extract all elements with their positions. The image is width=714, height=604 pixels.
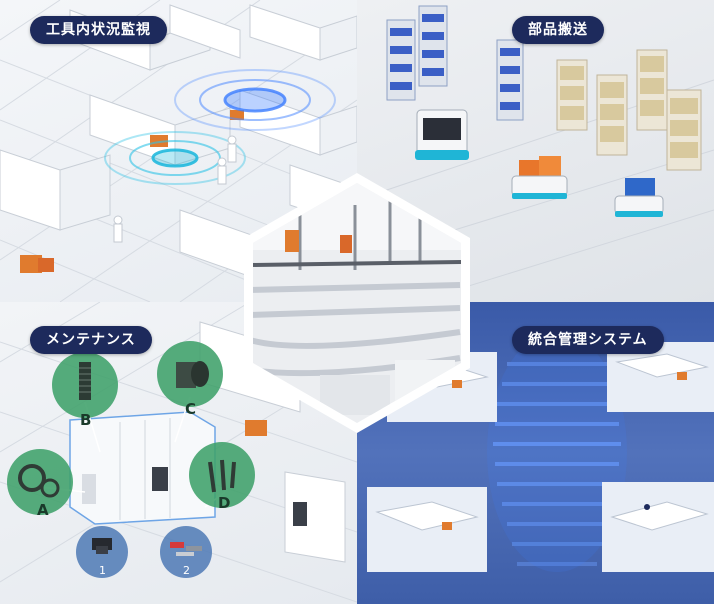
agv-robot-2 (511, 156, 568, 199)
section-label-integrated-management: 統合管理システム (512, 326, 664, 354)
section-label-parts-transport: 部品搬送 (512, 16, 604, 44)
factory-panel-bottom-right (602, 482, 714, 572)
maintenance-illustration: B C A D 1 2 (0, 302, 357, 603)
maintenance-machine (69, 411, 216, 525)
agv-robot-1 (415, 109, 469, 160)
worker-figures (113, 135, 237, 243)
monitoring-rings (104, 69, 336, 185)
section-integrated-management: 統合管理システム (357, 302, 714, 604)
part-label-c: C (185, 400, 196, 418)
agv-robot-3 (614, 178, 664, 217)
part-label-d: D (218, 494, 230, 512)
section-parts-transport: 部品搬送 (357, 0, 714, 302)
factory-panel-bottom-left (367, 487, 487, 572)
tool-circle-2 (160, 526, 212, 578)
section-label-monitoring: 工具内状況監視 (30, 16, 167, 44)
factory-panel-top-right (607, 342, 714, 412)
hexagon-factory-view (253, 183, 461, 423)
tool-label-1: 1 (99, 564, 106, 577)
part-circle-d (189, 442, 255, 508)
tool-circle-1 (76, 526, 128, 578)
tool-label-2: 2 (183, 564, 190, 577)
part-label-a: A (37, 501, 49, 519)
part-circle-c (157, 341, 223, 407)
part-circle-b (52, 352, 118, 418)
beige-shelves (556, 49, 702, 171)
warehouse-illustration (357, 5, 714, 302)
part-circle-a (7, 449, 73, 515)
section-label-maintenance: メンテナンス (30, 326, 152, 354)
blue-shelves (386, 5, 524, 121)
part-label-b: B (80, 411, 91, 429)
hologram-layers (493, 362, 621, 566)
